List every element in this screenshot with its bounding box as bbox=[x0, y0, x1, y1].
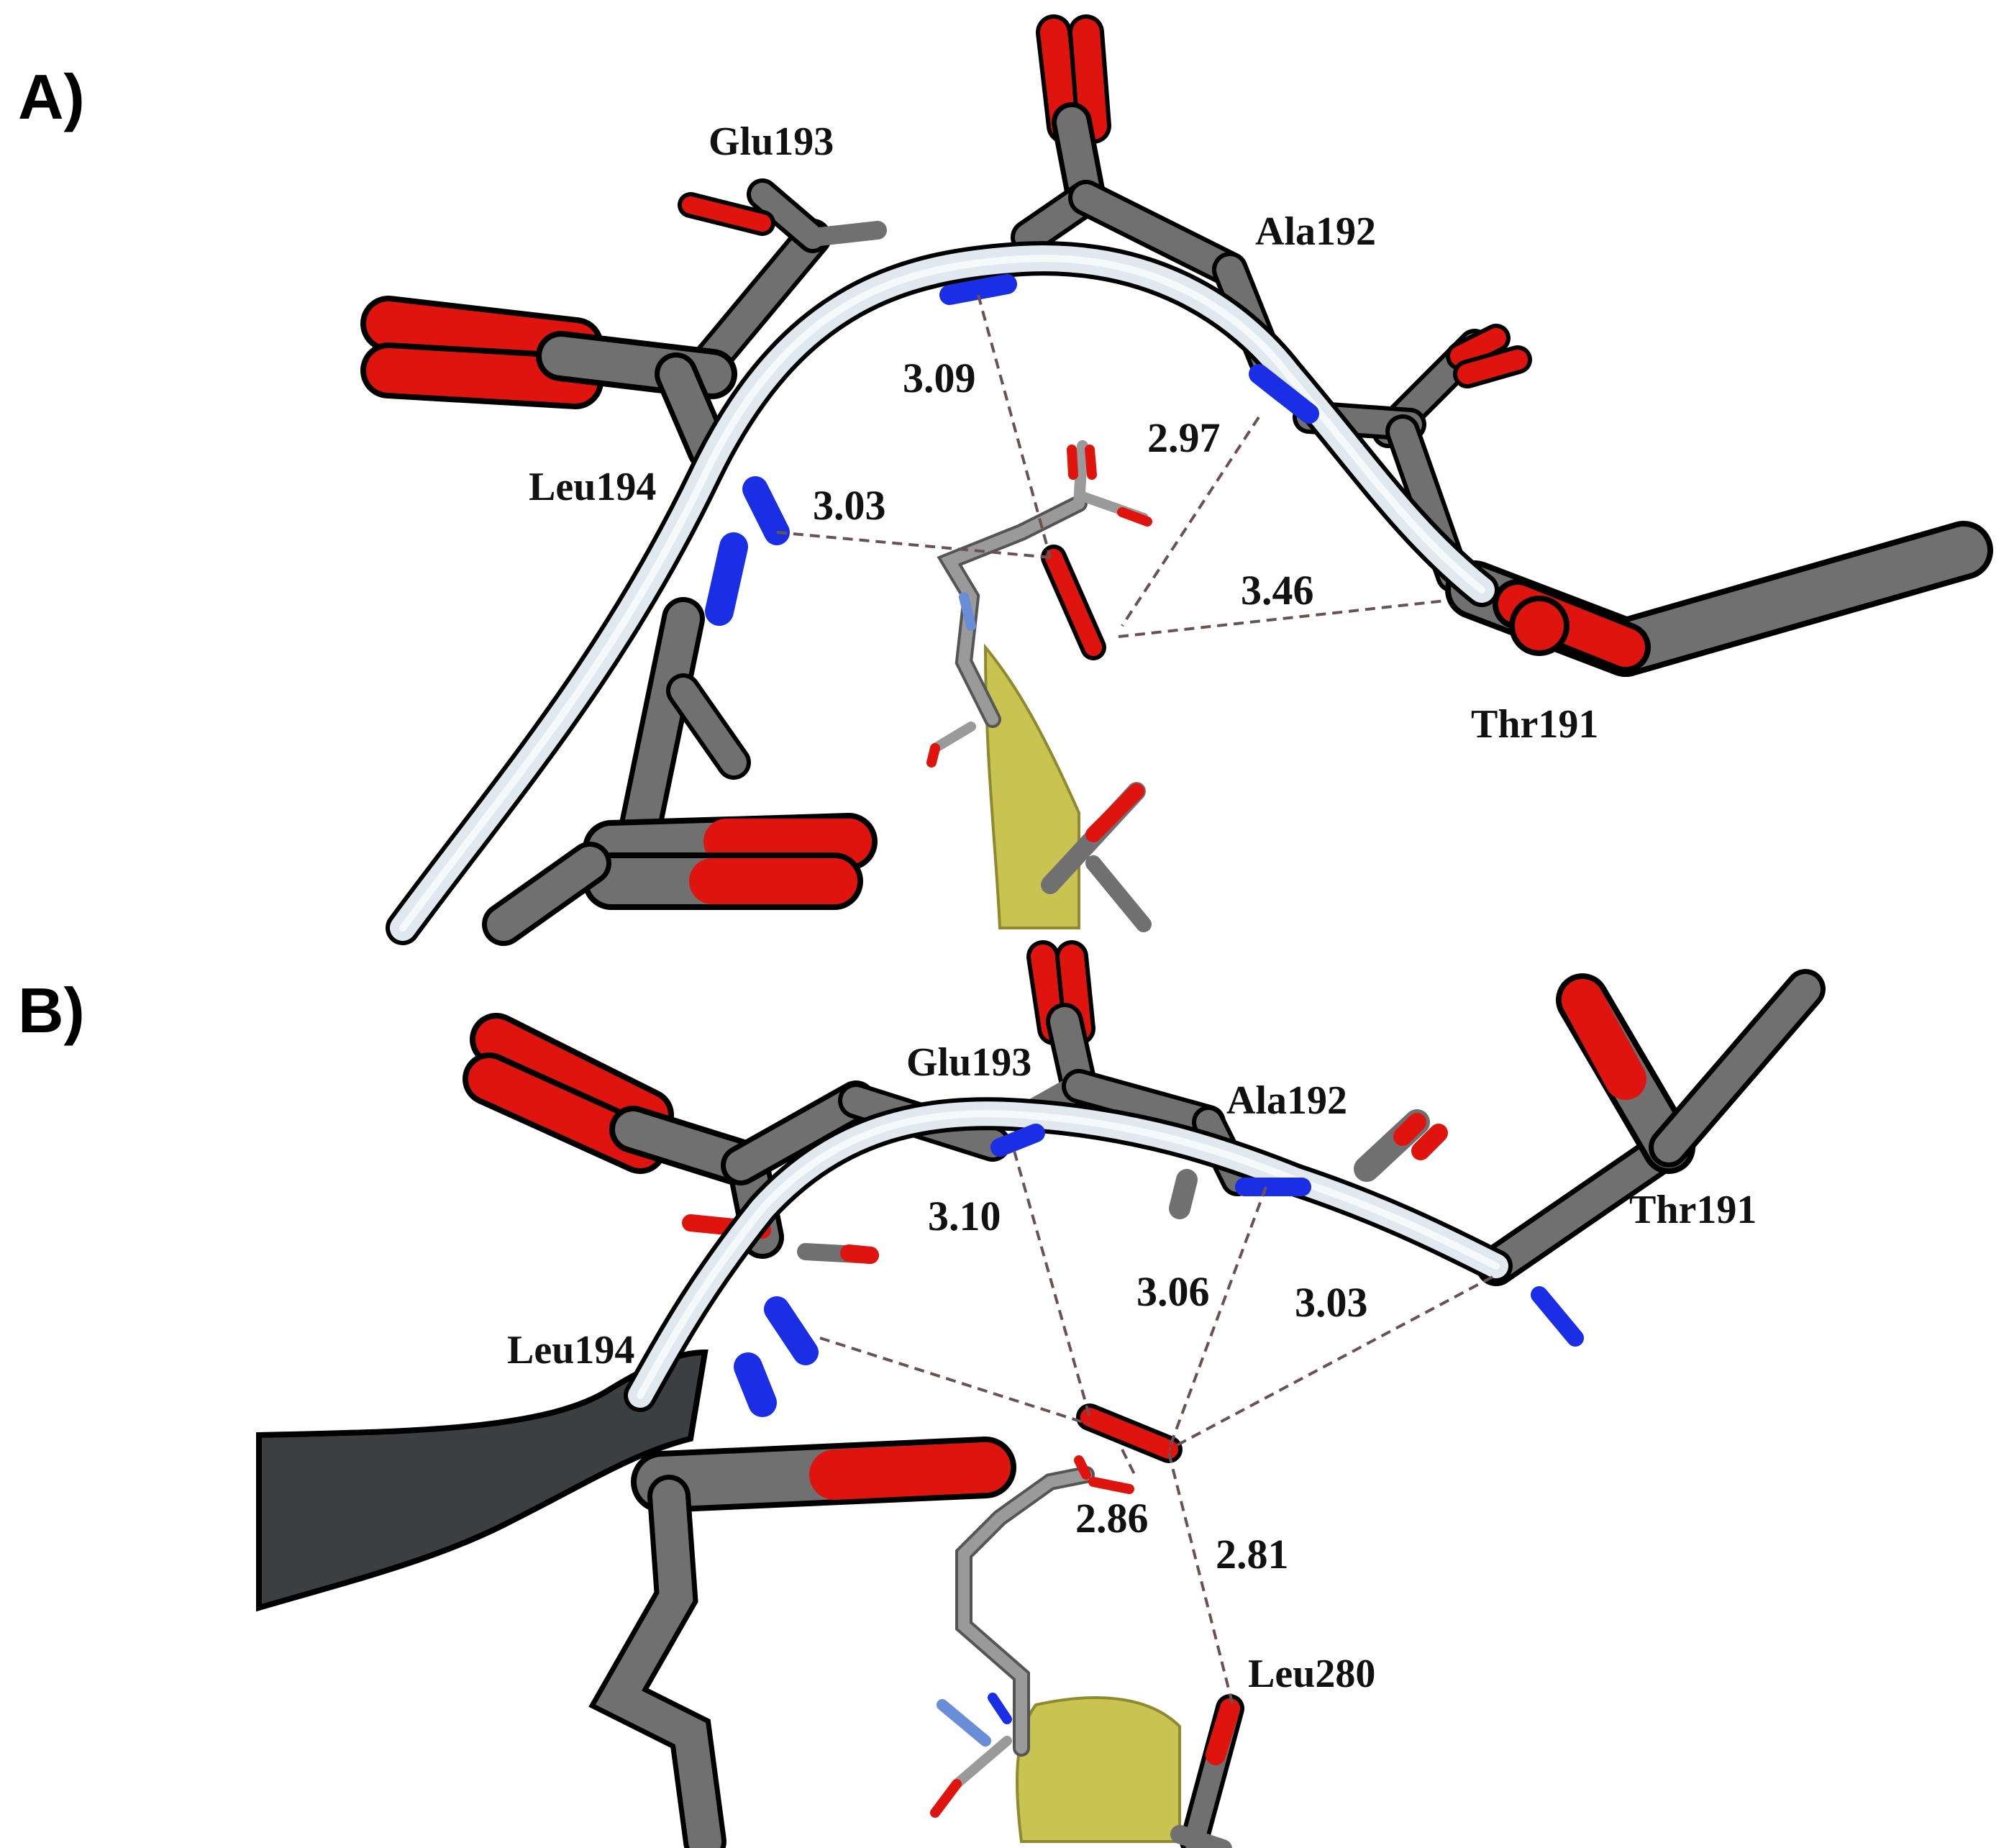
panel-b-yellow-helix bbox=[1016, 1696, 1181, 1843]
panel-b-distance-1: 3.10 bbox=[928, 1193, 1001, 1239]
panel-b-dark-sheet bbox=[256, 1349, 709, 1612]
panel-a-yellow-strand bbox=[983, 643, 1080, 929]
panel-b-label-thr191: Thr191 bbox=[1629, 1188, 1757, 1232]
panel-b-label-leu280: Leu280 bbox=[1248, 1652, 1375, 1696]
panel-a-label-thr191: Thr191 bbox=[1471, 702, 1598, 747]
panel-b-nitrogens bbox=[734, 1124, 1584, 1417]
panel-b-label-leu194: Leu194 bbox=[507, 1328, 634, 1373]
panel-a-nitrogens bbox=[705, 274, 1319, 626]
panel-b-label-ala192: Ala192 bbox=[1226, 1078, 1347, 1123]
panel-a-sticks bbox=[360, 14, 1993, 946]
panel-b-label-glu193: Glu193 bbox=[906, 1040, 1031, 1085]
panel-b-label: B) bbox=[18, 975, 85, 1046]
panel-a-distance-3: 3.03 bbox=[813, 482, 886, 529]
panel-a-distance-2: 2.97 bbox=[1147, 414, 1221, 461]
panel-a-hbonds bbox=[776, 294, 1447, 638]
panel-b-hbonds bbox=[819, 1150, 1493, 1709]
panel-b-distance-3: 3.03 bbox=[1295, 1279, 1368, 1326]
panel-a-label-ala192: Ala192 bbox=[1255, 209, 1376, 254]
panel-b: B) bbox=[18, 940, 1826, 1848]
panel-b-distance-2: 3.06 bbox=[1136, 1268, 1210, 1315]
panel-a-label-leu194: Leu194 bbox=[529, 465, 656, 509]
panel-b-sticks bbox=[463, 940, 1826, 1848]
panel-a-label: A) bbox=[18, 61, 85, 132]
panel-b-ligand bbox=[930, 1455, 1134, 1818]
panel-a-ligand bbox=[926, 440, 1152, 768]
panel-b-distance-5: 2.81 bbox=[1216, 1531, 1289, 1578]
panel-a-distance-4: 3.46 bbox=[1241, 567, 1314, 614]
panel-a-label-glu193: Glu193 bbox=[709, 119, 834, 164]
panel-b-distance-4: 2.86 bbox=[1075, 1495, 1149, 1542]
panel-a-distance-1: 3.09 bbox=[903, 355, 976, 401]
panel-a: A) bbox=[18, 14, 1993, 946]
